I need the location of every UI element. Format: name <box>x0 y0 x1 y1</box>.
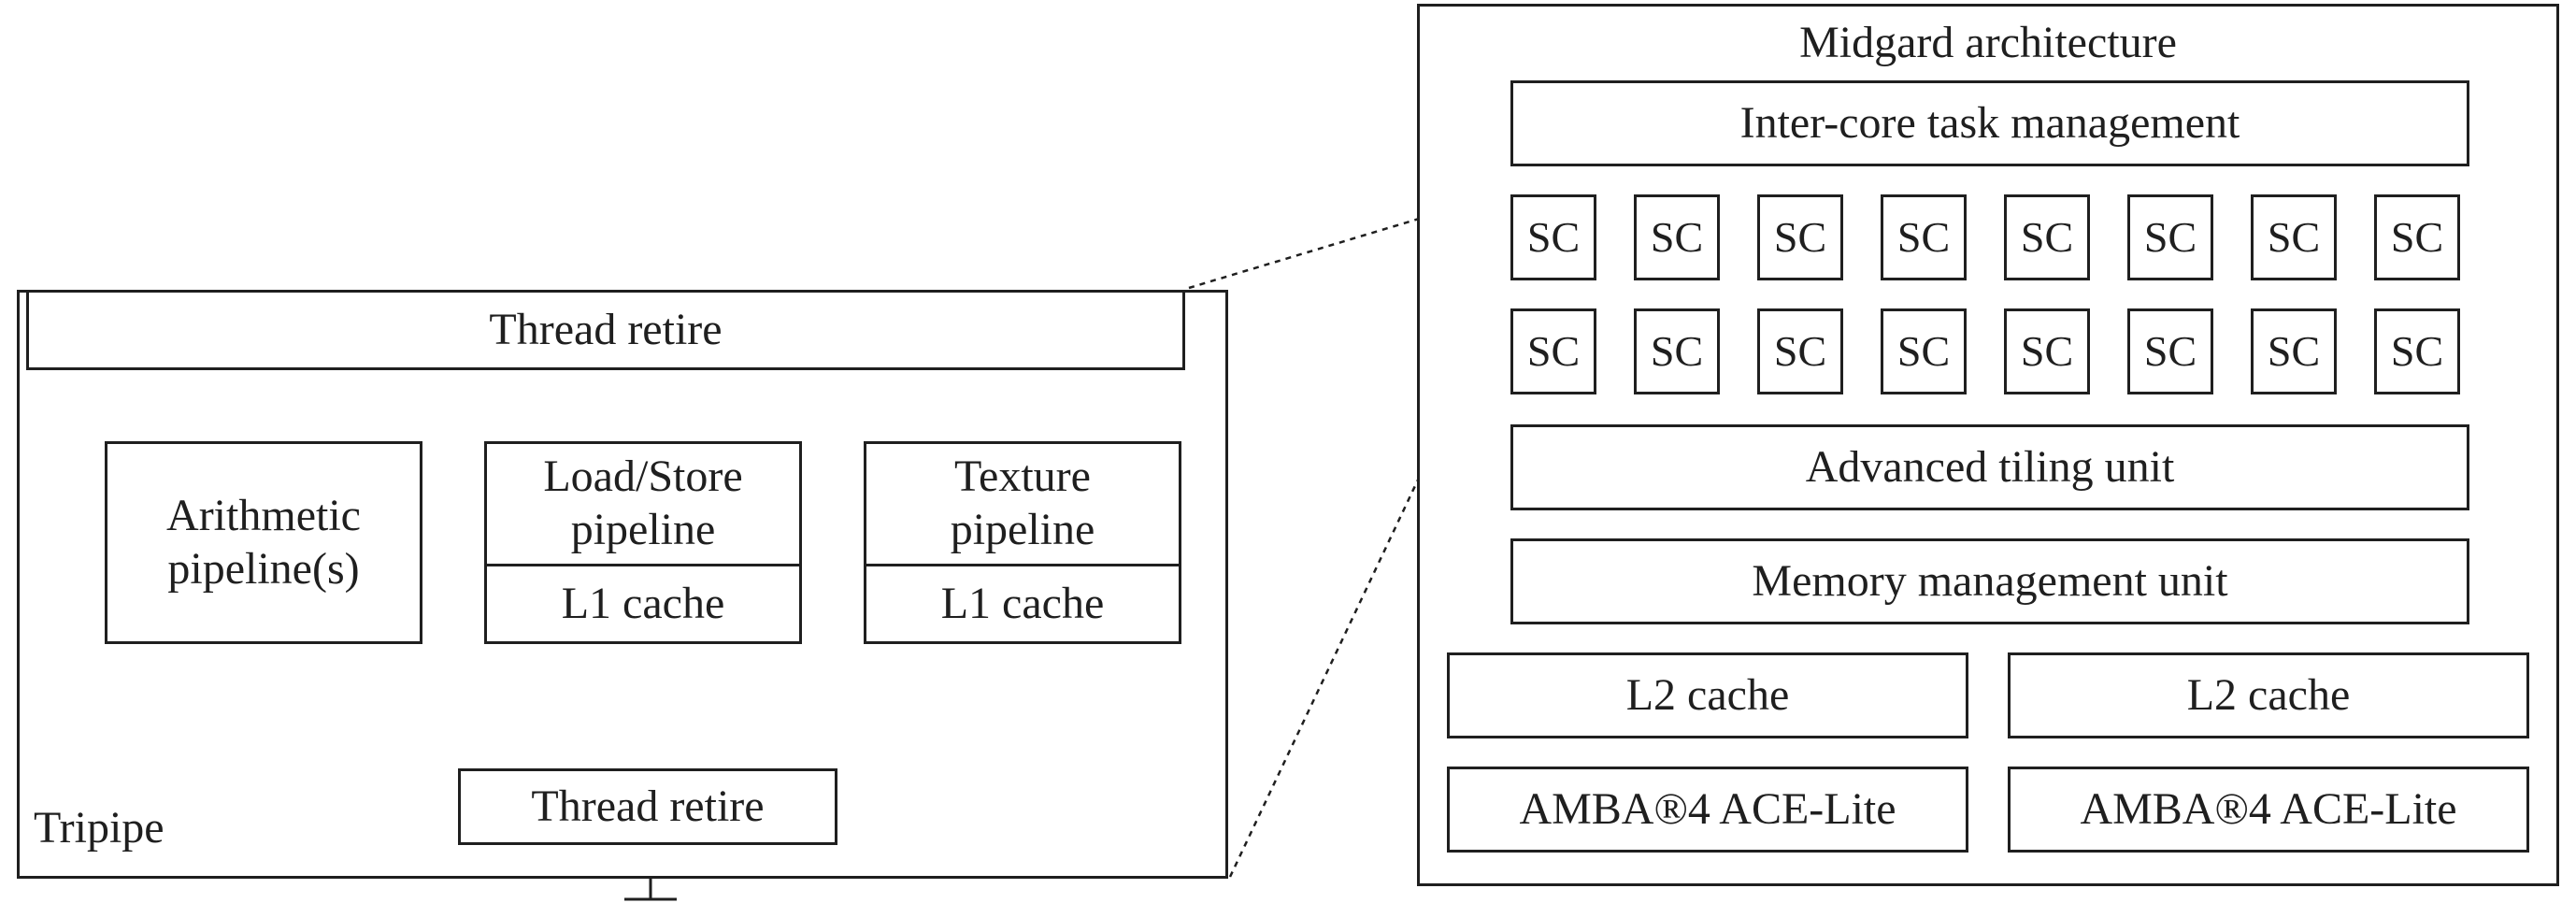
thread-retire-bottom-box: Thread retire <box>458 768 837 845</box>
shader-core-box: SC <box>1634 194 1720 280</box>
thread-retire-top-box: Thread retire <box>26 290 1185 370</box>
tripipe-caption: Tripipe <box>34 803 165 853</box>
memory-management-unit-box: Memory management unit <box>1510 538 2469 624</box>
inter-core-task-management-label: Inter-core task management <box>1739 97 2240 148</box>
loadstore-divider <box>487 564 799 566</box>
texture-pipeline-box: Texture pipeline L1 cache <box>864 441 1181 644</box>
shader-core-box: SC <box>2004 308 2090 394</box>
memory-management-unit-label: Memory management unit <box>1752 555 2228 606</box>
shader-core-label: SC <box>2143 212 2197 261</box>
advanced-tiling-unit-box: Advanced tiling unit <box>1510 424 2469 510</box>
shader-core-box: SC <box>2251 308 2337 394</box>
l2-cache-right-box: L2 cache <box>2008 652 2529 738</box>
shader-core-box: SC <box>1881 308 1967 394</box>
loadstore-pipeline-label: Load/Store pipeline <box>543 452 743 554</box>
shader-core-label: SC <box>2267 212 2321 261</box>
shader-core-label: SC <box>1650 212 1704 261</box>
shader-core-label: SC <box>2020 212 2074 261</box>
thread-retire-bottom-label: Thread retire <box>531 781 765 831</box>
amba-bus-left-box: AMBA®4 ACE-Lite <box>1447 767 1968 853</box>
shader-core-box: SC <box>2127 308 2213 394</box>
arithmetic-pipeline-label: Arithmetic pipeline(s) <box>166 490 361 594</box>
shader-core-label: SC <box>1773 212 1827 261</box>
shader-core-label: SC <box>2390 212 2444 261</box>
amba-bus-right-box: AMBA®4 ACE-Lite <box>2008 767 2529 853</box>
arithmetic-pipeline-box: Arithmetic pipeline(s) <box>105 441 422 644</box>
shader-core-box: SC <box>1757 194 1843 280</box>
shader-core-box: SC <box>2374 194 2460 280</box>
inter-core-task-management-box: Inter-core task management <box>1510 80 2469 166</box>
texture-pipeline-label: Texture pipeline <box>950 452 1095 554</box>
texture-divider <box>866 564 1179 566</box>
midgard-title: Midgard architecture <box>1799 17 2177 67</box>
shader-core-box: SC <box>2374 308 2460 394</box>
shader-core-label: SC <box>2143 326 2197 375</box>
shader-core-box: SC <box>1510 308 1596 394</box>
shader-core-label: SC <box>1896 212 1951 261</box>
loadstore-pipeline-box: Load/Store pipeline L1 cache <box>484 441 802 644</box>
shader-core-label: SC <box>2020 326 2074 375</box>
shader-core-box: SC <box>1757 308 1843 394</box>
texture-l1-cache-label: L1 cache <box>940 578 1105 628</box>
amba-bus-left-label: AMBA®4 ACE-Lite <box>1519 783 1896 834</box>
shader-core-label: SC <box>2267 326 2321 375</box>
loadstore-l1-cache-label: L1 cache <box>561 578 725 628</box>
shader-core-box: SC <box>2127 194 2213 280</box>
shader-core-label: SC <box>1526 326 1581 375</box>
shader-core-label: SC <box>2390 326 2444 375</box>
shader-core-label: SC <box>1526 212 1581 261</box>
l2-cache-left-box: L2 cache <box>1447 652 1968 738</box>
shader-core-box: SC <box>1510 194 1596 280</box>
shader-core-box: SC <box>1881 194 1967 280</box>
advanced-tiling-unit-label: Advanced tiling unit <box>1805 441 2175 492</box>
thread-retire-top-label: Thread retire <box>489 304 723 354</box>
shader-core-label: SC <box>1896 326 1951 375</box>
shader-core-label: SC <box>1650 326 1704 375</box>
l2-cache-right-label: L2 cache <box>2186 669 2351 720</box>
shader-core-box: SC <box>1634 308 1720 394</box>
shader-core-box: SC <box>2004 194 2090 280</box>
shader-core-label: SC <box>1773 326 1827 375</box>
l2-cache-left-label: L2 cache <box>1625 669 1790 720</box>
amba-bus-right-label: AMBA®4 ACE-Lite <box>2080 783 2457 834</box>
shader-core-box: SC <box>2251 194 2337 280</box>
